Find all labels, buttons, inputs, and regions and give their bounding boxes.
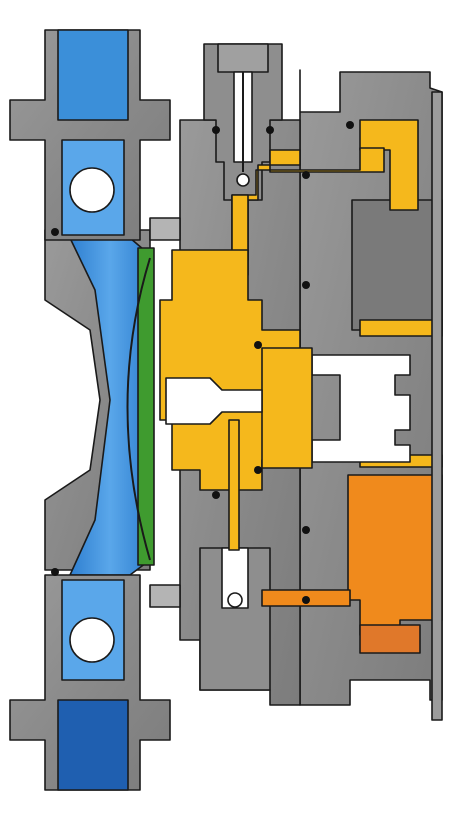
diaphragm-green [137,247,155,566]
piston-chamber-orange [347,474,443,636]
drive-housing-inner-block [351,199,443,331]
discharge-valve-housing [9,29,171,241]
lower-refill-valve-passage [228,419,240,551]
diaphragm-stem [165,377,263,425]
plunger-rod [261,347,313,469]
top-relief-valve-cap [217,43,269,73]
diaphragm-curve [126,257,151,561]
suction-valve-housing [9,574,171,791]
piston-chamber-lower-cap [359,624,421,654]
plunger-piston [311,354,411,463]
suction-check-ball [69,617,115,663]
housing-right-edge-rod [431,91,443,721]
o-ring-seals [51,121,354,604]
suction-port-blue [57,699,129,791]
top-relief-valve-ball [236,173,250,187]
lower-refill-valve-ball [227,592,243,608]
discharge-check-ball [69,167,115,213]
bolt-upper [149,217,181,241]
discharge-port-blue [57,29,129,121]
bolt-lower [149,584,181,608]
oil-reservoir-right-strip [359,319,443,337]
